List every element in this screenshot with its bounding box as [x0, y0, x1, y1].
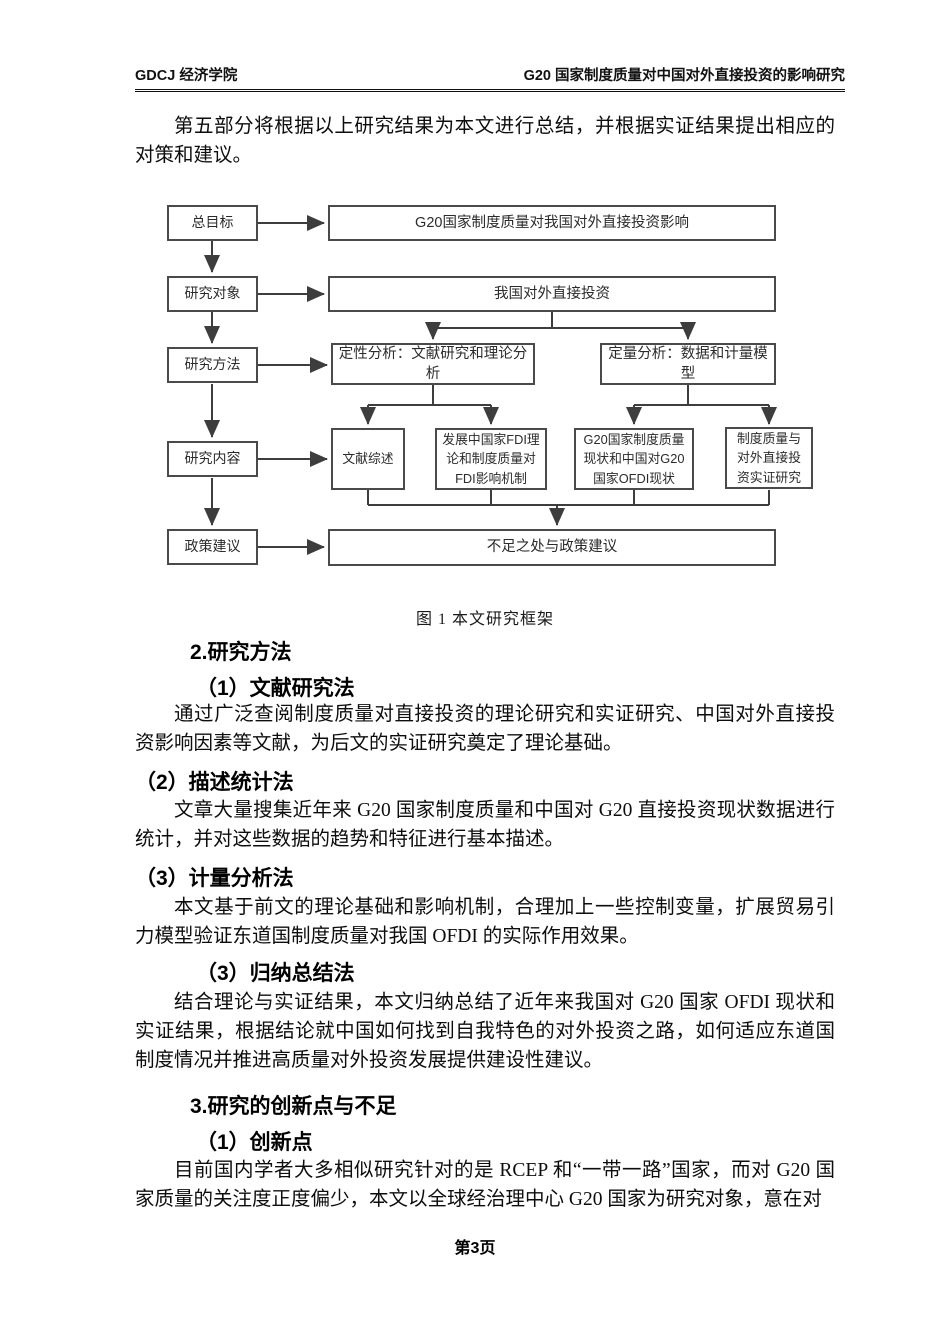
flowchart-node-main-goal: G20国家制度质量对我国对外直接投资影响	[328, 205, 776, 241]
flowchart-node-g20-status: G20国家制度质量现状和中国对G20国家OFDI现状	[574, 428, 694, 490]
flowchart-node-literature-review: 文献综述	[331, 428, 405, 490]
heading-innovation-points: （1）创新点	[196, 1131, 313, 1154]
flowchart-node-conclusion: 不足之处与政策建议	[328, 529, 776, 566]
heading-descriptive-method: （2）描述统计法	[135, 771, 294, 794]
heading-innovation: 3.研究的创新点与不足	[190, 1095, 397, 1118]
flowchart-stage-content: 研究内容	[167, 441, 258, 477]
flowchart-node-fdi-mechanism: 发展中国家FDI理论和制度质量对FDI影响机制	[435, 428, 547, 490]
flowchart-node-quantitative: 定量分析：数据和计量模型	[600, 343, 776, 385]
page-number: 第3页	[454, 1240, 496, 1257]
research-framework-figure: 总目标 研究对象 研究方法 研究内容 政策建议 G20国家制度质量对我国对外直接…	[0, 198, 950, 588]
figure-caption: 图 1 本文研究框架	[415, 611, 554, 628]
heading-econometric-method: （3）计量分析法	[135, 867, 294, 890]
heading-research-methods: 2.研究方法	[190, 641, 292, 664]
flowchart-stage-policy: 政策建议	[167, 529, 258, 565]
flowchart-node-empirical-study: 制度质量与对外直接投资实证研究	[725, 427, 813, 489]
flowchart-stage-object: 研究对象	[167, 276, 258, 312]
flowchart-node-qualitative: 定性分析：文献研究和理论分析	[331, 343, 535, 385]
intro-paragraph: 第五部分将根据以上研究结果为本文进行总结，并根据实证结果提出相应的对策和建议。	[135, 116, 835, 166]
header-school-name: GDCJ 经济学院	[135, 68, 238, 84]
flowchart-node-research-object: 我国对外直接投资	[328, 276, 776, 312]
flowchart-stage-goal: 总目标	[167, 205, 258, 241]
flowchart-connectors	[204, 215, 777, 555]
heading-literature-method: （1）文献研究法	[196, 677, 355, 700]
heading-summary-method: （3）归纳总结法	[196, 962, 355, 985]
page-header: GDCJ 经济学院 G20 国家制度质量对中国对外直接投资的影响研究	[135, 64, 845, 92]
paragraph-literature-method: 通过广泛查阅制度质量对直接投资的理论研究和实证研究、中国对外直接投资影响因素等文…	[135, 704, 835, 754]
flowchart-stage-method: 研究方法	[167, 347, 258, 383]
paragraph-innovation-points: 目前国内学者大多相似研究针对的是 RCEP 和“一带一路”国家，而对 G20 国…	[135, 1160, 835, 1210]
header-running-title: G20 国家制度质量对中国对外直接投资的影响研究	[523, 68, 845, 84]
paragraph-summary-method: 结合理论与实证结果，本文归纳总结了近年来我国对 G20 国家 OFDI 现状和实…	[135, 992, 835, 1071]
paragraph-econometric-method: 本文基于前文的理论基础和影响机制，合理加上一些控制变量，扩展贸易引力模型验证东道…	[135, 897, 835, 947]
paragraph-descriptive-method: 文章大量搜集近年来 G20 国家制度质量和中国对 G20 直接投资现状数据进行统…	[135, 800, 835, 850]
